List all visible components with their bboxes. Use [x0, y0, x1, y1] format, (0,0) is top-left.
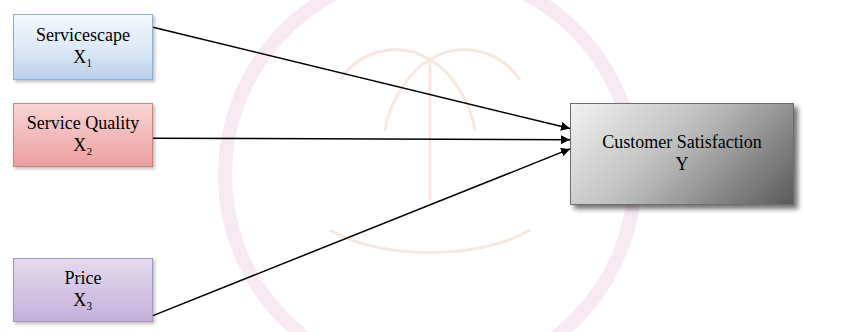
variable-symbol: Y — [676, 154, 689, 176]
arrow-connector — [153, 138, 570, 140]
arrow-connector — [153, 27, 570, 128]
variable-box: PriceX₃ — [13, 258, 153, 322]
variable-name: Price — [65, 268, 102, 290]
arrow-connector — [153, 149, 570, 316]
variable-name: Service Quality — [27, 113, 139, 135]
variable-box: Service QualityX₂ — [13, 103, 153, 167]
outcome-box: Customer SatisfactionY — [570, 103, 794, 205]
variable-box: ServicescapeX₁ — [13, 14, 153, 80]
variable-name: Customer Satisfaction — [602, 132, 761, 154]
variable-symbol: X₁ — [73, 47, 92, 69]
variable-symbol: X₂ — [73, 135, 92, 157]
variable-name: Servicescape — [36, 25, 130, 47]
variable-symbol: X₃ — [73, 290, 92, 312]
